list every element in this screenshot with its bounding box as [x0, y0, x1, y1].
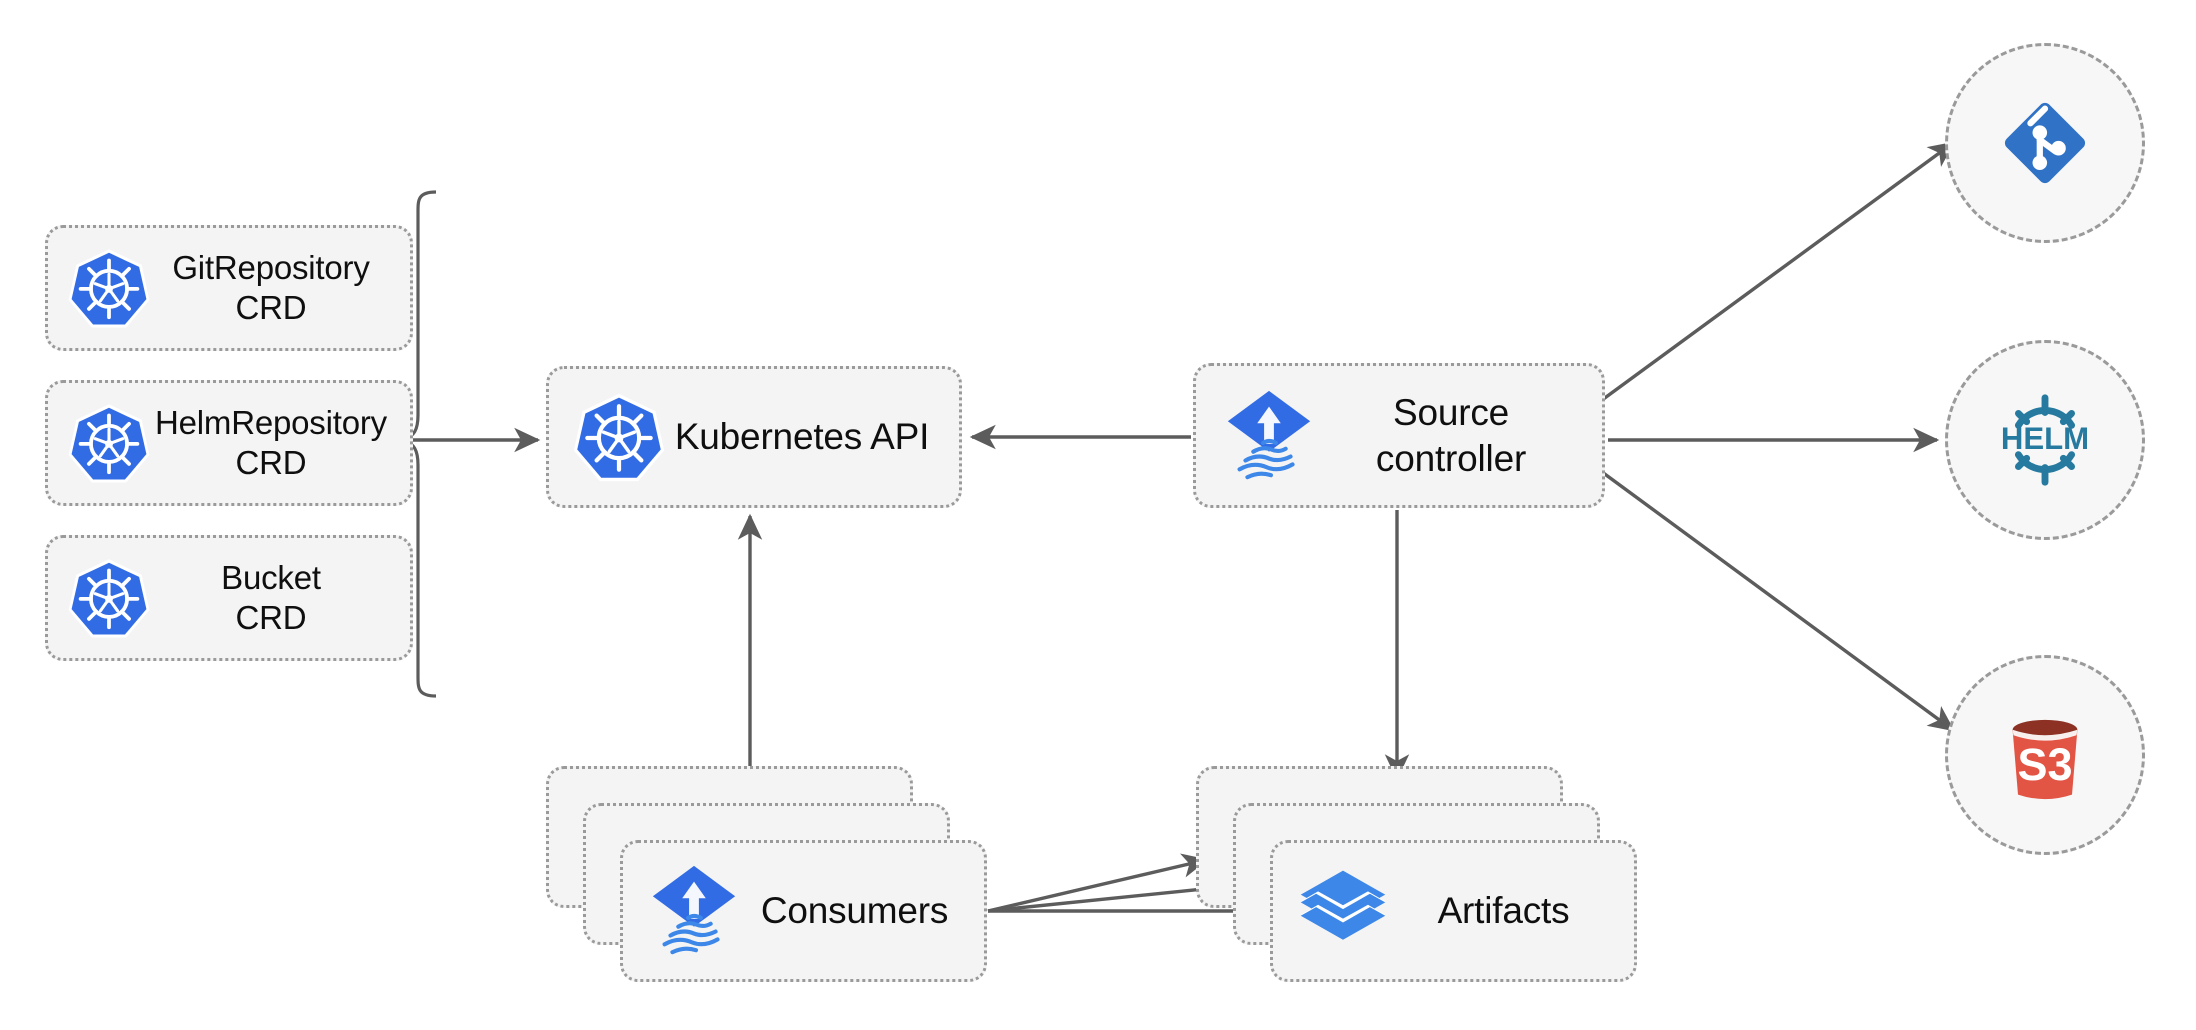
stack-sheet-front[interactable]: Artifacts	[1270, 840, 1637, 982]
node-label: Source controller	[1375, 392, 1527, 479]
crd-label: HelmRepository CRD	[155, 403, 387, 481]
crd-label: GitRepository CRD	[172, 248, 370, 326]
node-artifacts[interactable]: Artifacts	[1196, 766, 1637, 982]
crd-card-helmrepository[interactable]: HelmRepository CRD	[45, 380, 413, 506]
node-kubernetes-api[interactable]: Kubernetes API	[546, 366, 962, 508]
node-consumers[interactable]: Consumers	[546, 766, 987, 982]
kubernetes-icon	[66, 400, 152, 486]
crd-card-gitrepository[interactable]: GitRepository CRD	[45, 225, 413, 351]
node-label: Consumers	[760, 890, 949, 931]
kubernetes-icon	[66, 245, 152, 331]
node-label: Artifacts	[1437, 890, 1570, 931]
node-source-controller[interactable]: Source controller	[1193, 363, 1605, 508]
external-s3[interactable]: S3	[1945, 655, 2145, 855]
helm-wordmark: HELM	[2001, 421, 2089, 456]
crd-card-bucket[interactable]: Bucket CRD	[45, 535, 413, 661]
helm-icon: HELM	[1990, 385, 2100, 495]
edge-source-to-git	[1600, 141, 1955, 402]
s3-wordmark: S3	[2017, 739, 2072, 790]
external-git[interactable]	[1945, 43, 2145, 243]
s3-bucket-icon: S3	[1991, 701, 2099, 809]
edge-consumers-to-artifacts-top	[987, 853, 1209, 913]
layers-icon	[1295, 863, 1391, 959]
node-label: Kubernetes API	[674, 416, 930, 458]
stack-sheet-front[interactable]: Consumers	[620, 840, 987, 982]
flux-icon	[1220, 387, 1318, 485]
crd-label: Bucket CRD	[221, 558, 321, 636]
kubernetes-icon	[66, 555, 152, 641]
edge-source-to-s3	[1600, 470, 1955, 732]
git-icon	[1993, 91, 2097, 195]
kubernetes-icon	[571, 389, 667, 485]
flux-icon	[645, 862, 743, 960]
external-helm[interactable]: HELM	[1945, 340, 2145, 540]
